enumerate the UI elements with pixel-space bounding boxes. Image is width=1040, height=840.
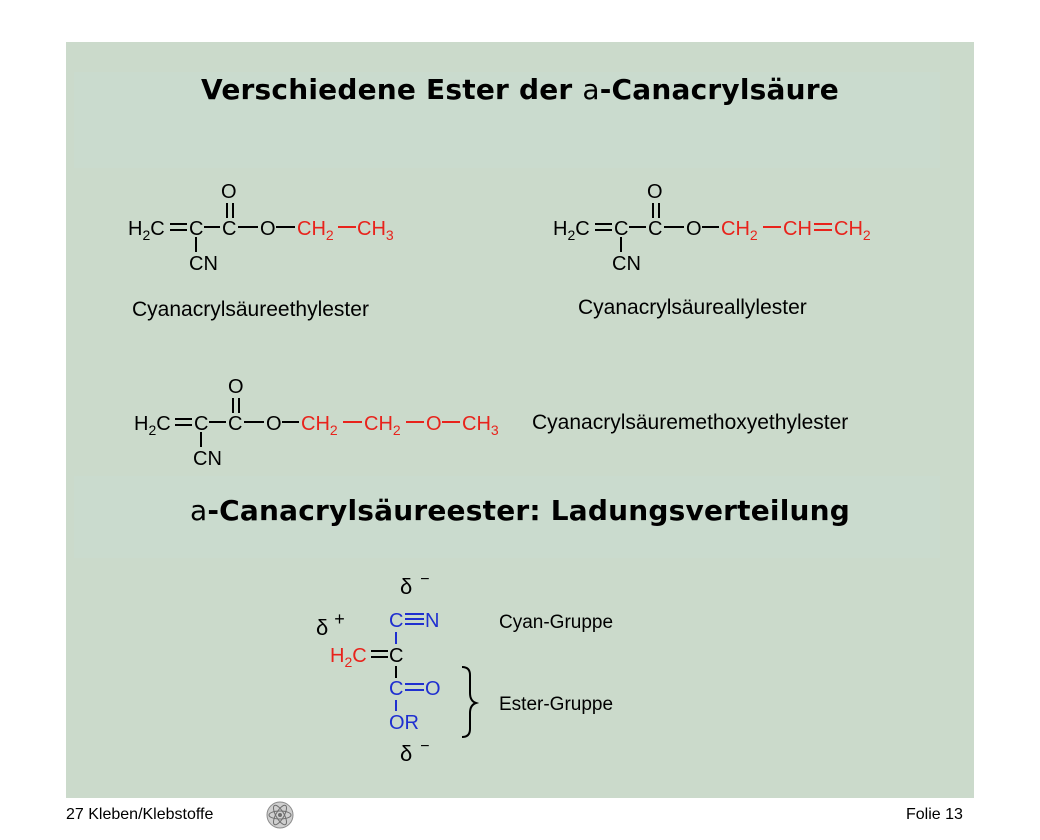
ester-carbon: C [389,678,403,700]
slide-title: Verschiedene Ester der a-Canacrylsäure [201,73,839,106]
slide-panel [66,42,974,798]
cn-group: CN [189,253,218,275]
cyan-nitrogen: N [425,610,439,632]
ch2-group-2: CH2 [364,413,401,438]
ester-group-brace [461,666,480,738]
structure-methoxyethyl: H2C C C O O CN CH2 CH2 O CH3 Cyanacrylsä… [134,376,848,470]
cyan-carbon: C [389,610,403,632]
ch2-terminal-group: CH2 [834,218,871,243]
methoxyethyl-name: Cyanacrylsäuremethoxyethylester [532,411,848,434]
cyan-group-label: Cyan-Gruppe [499,612,613,633]
ethyl-name: Cyanacrylsäureethylester [132,298,369,321]
h2c-label: H2C [134,413,171,438]
atom-logo-icon [266,801,294,829]
carbonyl-oxygen: O [647,181,663,203]
cn-group: CN [612,253,641,275]
carbonyl-carbon: C [228,413,242,435]
ch2-group: CH2 [721,218,758,243]
footer-slide-number: Folie 13 [906,806,963,823]
footer-left-text: 27 Kleben/Klebstoffe [66,806,214,823]
ester-oxygen: O [686,218,702,240]
ch3-group: CH3 [357,218,394,243]
carbonyl-oxygen: O [221,181,237,203]
ester-oxygen: O [260,218,276,240]
or-group: OR [389,712,419,734]
ch-group: CH [783,218,812,240]
ester-oxygen: O [266,413,282,435]
charge-diagram: δ− δ+ C N H2C C C O OR δ− Cyan-Gruppe Es… [316,571,613,766]
title-band [74,72,940,168]
delta-minus-bottom: δ− [400,738,430,766]
alpha-carbon: C [189,218,203,240]
ch2-group: CH2 [297,218,334,243]
carbonyl-oxygen: O [228,376,244,398]
ch2-group-1: CH2 [301,413,338,438]
structure-ethyl: H2C C C O O CN CH2 CH3 Cyanacrylsäureeth… [128,181,394,321]
structure-allyl: H2C C C O O CN CH2 CH CH2 Cyanacrylsäure… [553,181,871,319]
h2c-label: H2C [128,218,165,243]
delta-minus-top: δ− [400,571,430,599]
h2c-label: H2C [553,218,590,243]
carbonyl-carbon: C [648,218,662,240]
ester-oxygen-double: O [425,678,441,700]
subtitle-band [74,476,940,558]
ester-group-label: Ester-Gruppe [499,694,613,715]
ch3-group: CH3 [462,413,499,438]
h2c-red: H2C [330,645,367,670]
allyl-name: Cyanacrylsäureallylester [578,296,807,319]
delta-plus: δ+ [316,609,345,640]
alpha-carbon: C [194,413,208,435]
ether-oxygen: O [426,413,442,435]
carbonyl-carbon: C [222,218,236,240]
alpha-carbon: C [614,218,628,240]
cn-group: CN [193,448,222,470]
slide-subtitle: a-Canacrylsäureester: Ladungsverteilung [189,494,851,527]
center-carbon: C [389,645,403,667]
